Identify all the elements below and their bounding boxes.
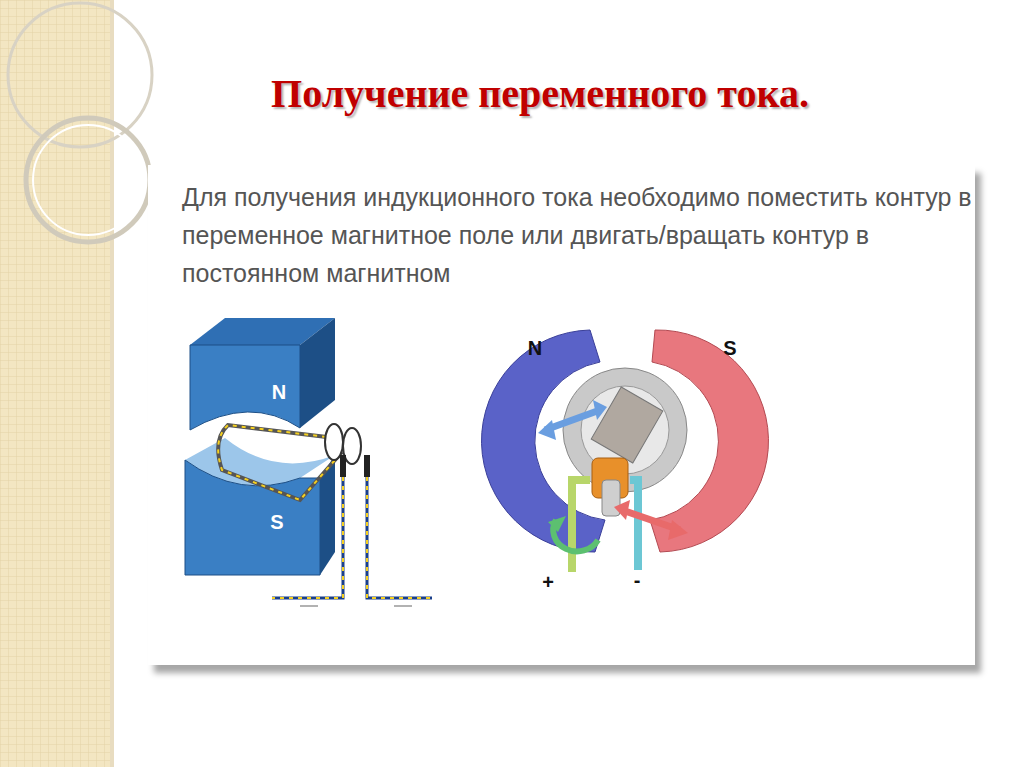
pole-label: S — [723, 337, 736, 359]
pole-label: N — [528, 337, 542, 359]
pole-label: N — [272, 381, 286, 403]
slide-title: Получение переменного тока. — [150, 70, 930, 117]
terminal-sign: + — [542, 571, 554, 593]
pole-label: S — [270, 511, 283, 533]
terminal-sign: - — [634, 569, 641, 591]
description-text: Для получения индукционного тока необход… — [182, 178, 972, 292]
